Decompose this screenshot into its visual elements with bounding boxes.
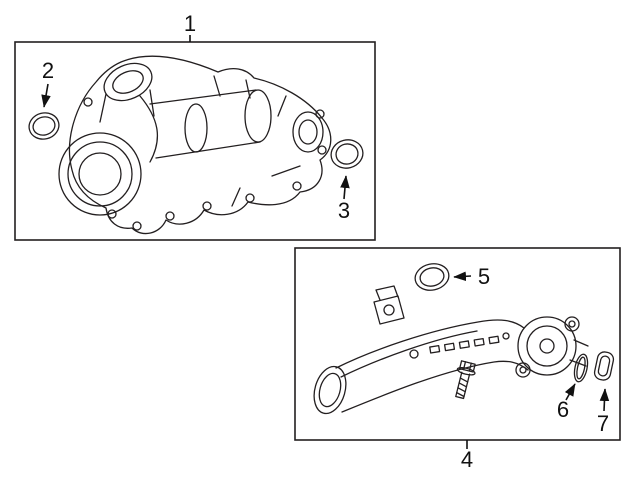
housing-bracket [373,285,405,325]
callout-4-label[interactable]: 4 [461,447,473,472]
cap-part-7 [593,351,615,381]
callout-3[interactable]: 3 [338,175,350,223]
callout-6-arrow [564,383,576,401]
callout-1-label[interactable]: 1 [184,11,196,36]
callout-6[interactable]: 6 [557,383,576,422]
part-group-box-1 [14,41,376,241]
callout-3-label[interactable]: 3 [338,198,350,223]
callout-4[interactable]: 4 [461,440,473,472]
callout-2-label[interactable]: 2 [42,58,54,83]
callout-2[interactable]: 2 [41,58,54,108]
part-group-box-2 [294,247,621,441]
o-ring-part-5 [414,263,450,291]
callout-5-label[interactable]: 5 [478,264,490,289]
pump-inlet-neck [103,62,153,102]
callout-7-arrow [599,388,610,412]
housing-slots [429,335,500,354]
seal-ring-part-6 [573,353,589,383]
callout-5-arrow [453,271,472,282]
housing-pipe-opening [313,365,347,415]
pump-bolt-holes [83,97,327,231]
callout-6-label[interactable]: 6 [557,397,569,422]
callout-1[interactable]: 1 [184,11,196,42]
thermostat-housing [313,285,589,415]
o-ring-part-3 [330,139,364,169]
pump-outlet-port [292,111,324,153]
housing-flange [515,316,580,378]
callout-5[interactable]: 5 [453,264,490,289]
callout-3-arrow [340,175,350,200]
water-pump-assembly [58,55,332,235]
o-ring-part-2 [28,112,60,140]
pump-volute-opening [58,132,142,216]
callout-7[interactable]: 7 [597,388,610,436]
callout-7-label[interactable]: 7 [597,411,609,436]
callout-2-arrow [41,83,51,108]
bolt [455,360,476,400]
